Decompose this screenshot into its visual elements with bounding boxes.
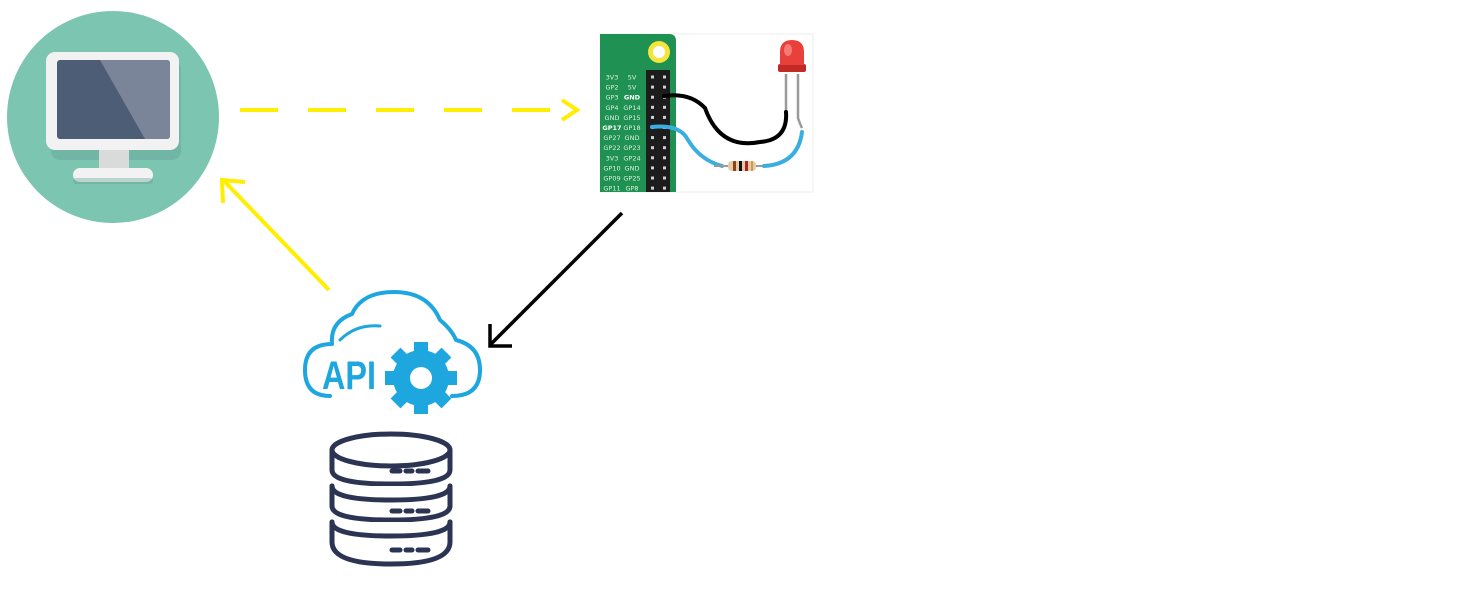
arrow-computer-to-board: [240, 98, 581, 122]
gpio-label-right-5: GP18: [623, 124, 640, 132]
gpio-pin: [663, 146, 666, 150]
database-icon: [329, 431, 453, 567]
gpio-pin: [663, 186, 666, 190]
wire-blue-1: [650, 124, 724, 168]
gpio-label-left-11: GP11: [603, 185, 620, 193]
api-cloud-icon: API: [303, 290, 482, 414]
gpio-label-left-7: GP22: [603, 144, 620, 152]
api-label: API: [322, 354, 376, 398]
gpio-pin: [651, 146, 654, 150]
gpio-pin: [663, 105, 666, 109]
arrow-api-to-computer: [219, 177, 331, 292]
gpio-label-left-8: 3V3: [606, 154, 619, 162]
gpio-label-right-6: GND: [625, 134, 640, 142]
gpio-label-left-10: GP09: [603, 175, 620, 183]
gpio-label-left-9: GP10: [603, 164, 620, 172]
gpio-label-right-1: 5V: [628, 84, 637, 92]
gpio-pin: [663, 115, 666, 119]
gpio-label-right-2: GND: [624, 94, 641, 102]
arrow-board-to-api: [488, 211, 624, 348]
gpio-label-right-8: GP24: [623, 154, 640, 162]
gpio-label-right-7: GP23: [623, 144, 640, 152]
gpio-pin: [663, 136, 666, 140]
resistor: [714, 161, 770, 171]
gpio-pin: [651, 115, 654, 119]
gpio-label-left-3: GP4: [605, 104, 618, 112]
gpio-label-left-0: 3V3: [606, 74, 619, 82]
wire-blue-2: [762, 130, 804, 168]
gpio-pin: [651, 85, 654, 89]
gear-icon: [385, 342, 457, 414]
monitor-base: [73, 168, 153, 182]
gpio-label-left-2: GP3: [605, 94, 618, 102]
gpio-label-right-11: GP8: [625, 185, 638, 193]
api-cloud-outline: [303, 290, 482, 398]
gpio-pin: [663, 166, 666, 170]
gpio-pin: [663, 85, 666, 89]
gpio-pin: [663, 156, 666, 160]
gpio-pin: [651, 136, 654, 140]
gpio-pin: [651, 75, 654, 79]
computer-icon: [7, 11, 219, 223]
gpio-pin: [663, 75, 666, 79]
gpio-label-right-9: GND: [625, 164, 640, 172]
gpio-label-right-0: 5V: [628, 74, 637, 82]
gpio-pin: [651, 166, 654, 170]
gpio-label-left-4: GND: [605, 114, 620, 122]
monitor-neck: [99, 150, 129, 168]
gpio-label-left-5: GP17: [602, 124, 621, 132]
gpio-label-left-6: GP27: [603, 134, 620, 142]
gpio-label-right-10: GP25: [623, 175, 640, 183]
pin-header: [646, 70, 670, 192]
gpio-label-right-3: GP14: [623, 104, 640, 112]
gpio-pin: [651, 186, 654, 190]
gpio-pin: [651, 176, 654, 180]
gpio-pin: [651, 156, 654, 160]
gpio-label-left-1: GP2: [605, 84, 618, 92]
gpio-pin: [651, 95, 654, 99]
gpio-pin: [663, 176, 666, 180]
gpio-label-right-4: GP15: [623, 114, 640, 122]
wire-black: [662, 93, 789, 146]
gpio-pin: [651, 105, 654, 109]
